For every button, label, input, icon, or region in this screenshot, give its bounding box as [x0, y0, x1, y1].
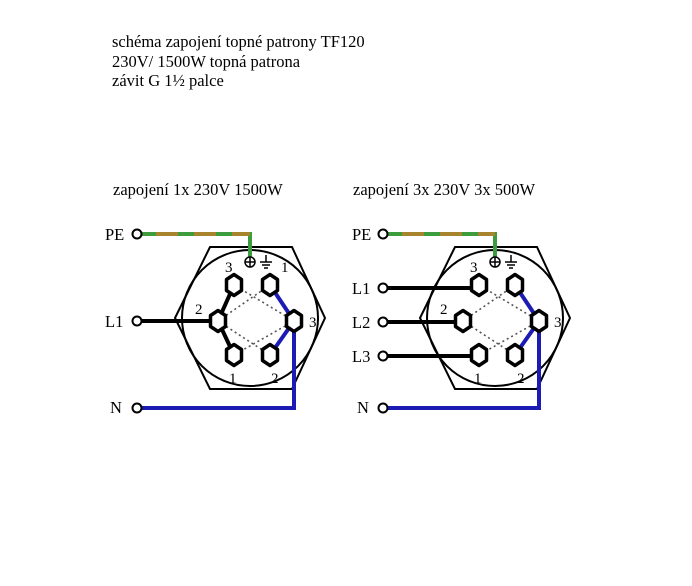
terminal-number: 2: [517, 371, 525, 387]
l1-label: L1: [105, 312, 123, 331]
terminal-number: 1: [229, 371, 237, 387]
terminal-point-icon: [377, 228, 389, 240]
header-line-3: závit G 1½ palce: [112, 71, 224, 90]
terminal-number: 2: [271, 371, 279, 387]
n-wire: [142, 321, 296, 410]
internal-element-links: [462, 284, 540, 356]
pe-label: PE: [105, 225, 124, 244]
terminal-nut-icon: [284, 308, 304, 334]
header-line-2: 230V/ 1500W topná patrona: [112, 52, 301, 71]
terminal-nut-icon: [224, 342, 244, 368]
heater-hexagon-body: [173, 246, 327, 390]
terminal-point-icon: [377, 402, 389, 414]
diagram-three-phase: zapojení 3x 230V 3x 500W: [352, 180, 572, 417]
element-link: [233, 320, 295, 356]
terminal-point-icon: [131, 228, 143, 240]
terminal-number: 3: [309, 315, 317, 331]
terminal-point-icon: [131, 402, 143, 414]
n-label: N: [357, 398, 369, 417]
earth-ground-icon: [489, 255, 517, 269]
earth-ground-icon: [244, 255, 272, 269]
terminal-number: 3: [554, 315, 562, 331]
diagram-three-phase-title: zapojení 3x 230V 3x 500W: [353, 180, 536, 199]
terminal-point-icon: [377, 350, 389, 362]
terminal-number: 1: [281, 260, 289, 276]
terminal-number: 3: [470, 260, 478, 276]
header-line-1: schéma zapojení topné patrony TF120: [112, 32, 365, 51]
element-link: [478, 284, 540, 322]
n-label: N: [110, 398, 122, 417]
terminal-nut-icon: [529, 308, 549, 334]
terminal-point-icon: [377, 316, 389, 328]
terminal-point-icon: [377, 282, 389, 294]
pe-label: PE: [352, 225, 371, 244]
n-wire: [388, 321, 541, 410]
terminal-nut-icon: [208, 308, 228, 334]
l1-label: L1: [352, 279, 370, 298]
element-link: [478, 320, 540, 356]
terminal-point-icon: [131, 315, 143, 327]
terminal-number: 3: [225, 260, 233, 276]
diagram-single-phase: zapojení 1x 230V 1500W: [105, 180, 327, 417]
element-link: [233, 284, 295, 322]
terminal-nut-icon: [469, 342, 489, 368]
diagram-single-title: zapojení 1x 230V 1500W: [113, 180, 283, 199]
terminal-number: 2: [195, 302, 203, 318]
terminal-nut-icon: [505, 342, 525, 368]
terminal-nut-icon: [224, 272, 244, 298]
terminal-nut-icon: [469, 272, 489, 298]
terminal-number: 2: [440, 302, 448, 318]
header: schéma zapojení topné patrony TF120 230V…: [112, 32, 365, 90]
terminal-number: 1: [474, 371, 482, 387]
terminal-nut-icon: [505, 272, 525, 298]
terminal-nut-icon: [260, 272, 280, 298]
terminal-nut-icon: [260, 342, 280, 368]
terminal-nut-icon: [453, 308, 473, 334]
l3-label: L3: [352, 347, 370, 366]
pe-wire-green: [142, 232, 252, 257]
heater-hexagon-body: [418, 246, 572, 390]
pe-wire-green: [388, 232, 497, 257]
l2-label: L2: [352, 313, 370, 332]
